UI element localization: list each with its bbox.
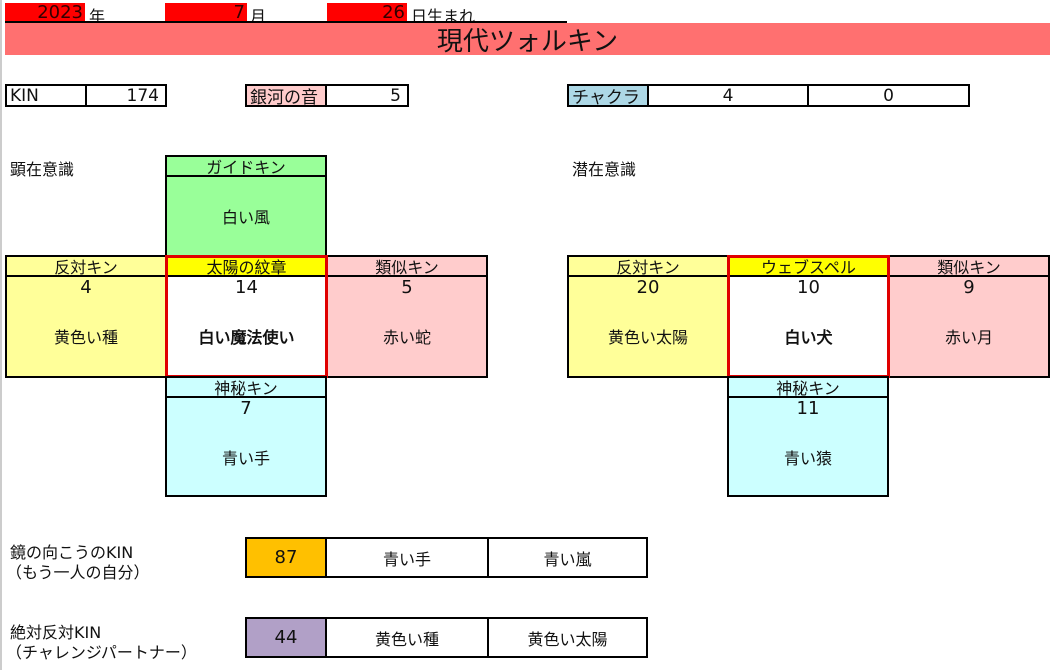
occult-name: 青い手 <box>221 449 270 468</box>
guide-header: ガイドキン <box>165 155 327 177</box>
sub-analog-name: 赤い月 <box>944 328 993 347</box>
birth-day[interactable]: 26 <box>327 2 407 23</box>
wavespell-header: ウェブスペル <box>727 255 890 277</box>
chakra-value-2: 0 <box>807 84 970 107</box>
analog-header: 類似キン <box>326 255 488 277</box>
page-title: 現代ツォルキン <box>5 23 1050 57</box>
underline <box>5 21 567 23</box>
sub-occult-header: 神秘キン <box>727 376 889 398</box>
opposite-kin: 4 黄色い種 <box>5 275 167 378</box>
wave-num: 10 <box>797 277 820 298</box>
sub-analog-kin: 9 赤い月 <box>888 275 1050 378</box>
mirror-label: 鏡の向こうのKIN <box>10 543 134 562</box>
chakra-label: チャクラ <box>567 84 649 108</box>
occult-kin: 7 青い手 <box>165 396 327 497</box>
sub-opposite-header: 反対キン <box>567 255 729 277</box>
mirror-kin: 87 <box>245 537 327 578</box>
antipode-kin: 44 <box>245 617 327 658</box>
sun-seal: 14 白い魔法使い <box>165 275 328 378</box>
opposite-num: 4 <box>80 277 92 298</box>
mirror-wave: 青い嵐 <box>487 537 648 578</box>
occult-num: 7 <box>240 398 252 419</box>
wave-name: 白い犬 <box>784 328 833 347</box>
sun-seal-header: 太陽の紋章 <box>165 255 328 277</box>
birth-month[interactable]: 7 <box>165 2 247 23</box>
sub-opposite-name: 黄色い太陽 <box>607 328 688 347</box>
analog-name: 赤い蛇 <box>382 328 431 347</box>
analog-kin: 5 赤い蛇 <box>326 275 488 378</box>
analog-num: 5 <box>401 277 413 298</box>
antipode-sublabel: （チャレンジパートナー） <box>6 643 197 662</box>
kin-label: KIN <box>5 84 87 107</box>
sub-occult-name: 青い猿 <box>783 449 832 468</box>
kin-value: 174 <box>85 84 167 107</box>
occult-header: 神秘キン <box>165 376 327 398</box>
sub-opposite-num: 20 <box>636 277 660 298</box>
tone-value: 5 <box>325 84 409 107</box>
sub-occult-kin: 11 青い猿 <box>727 396 889 497</box>
sun-name: 白い魔法使い <box>198 328 295 347</box>
antipode-label: 絶対反対KIN <box>10 623 102 642</box>
opposite-header: 反対キン <box>5 255 167 277</box>
subconscious-label: 潜在意識 <box>572 160 637 179</box>
birth-year[interactable]: 2023 <box>5 2 85 23</box>
antipode-seal: 黄色い種 <box>325 617 489 658</box>
chakra-value-1: 4 <box>647 84 809 107</box>
antipode-wave: 黄色い太陽 <box>487 617 648 658</box>
guide-name: 白い風 <box>165 175 327 257</box>
opposite-name: 黄色い種 <box>53 328 118 347</box>
conscious-label: 顕在意識 <box>10 160 75 179</box>
sub-opposite-kin: 20 黄色い太陽 <box>567 275 729 378</box>
sub-occult-num: 11 <box>796 398 820 419</box>
mirror-sublabel: （もう一人の自分） <box>6 563 150 582</box>
sun-num: 14 <box>235 277 258 298</box>
sub-analog-num: 9 <box>963 277 975 298</box>
sub-analog-header: 類似キン <box>888 255 1050 277</box>
mirror-seal: 青い手 <box>325 537 489 578</box>
tone-label: 銀河の音 <box>245 84 327 108</box>
wavespell: 10 白い犬 <box>727 275 890 378</box>
